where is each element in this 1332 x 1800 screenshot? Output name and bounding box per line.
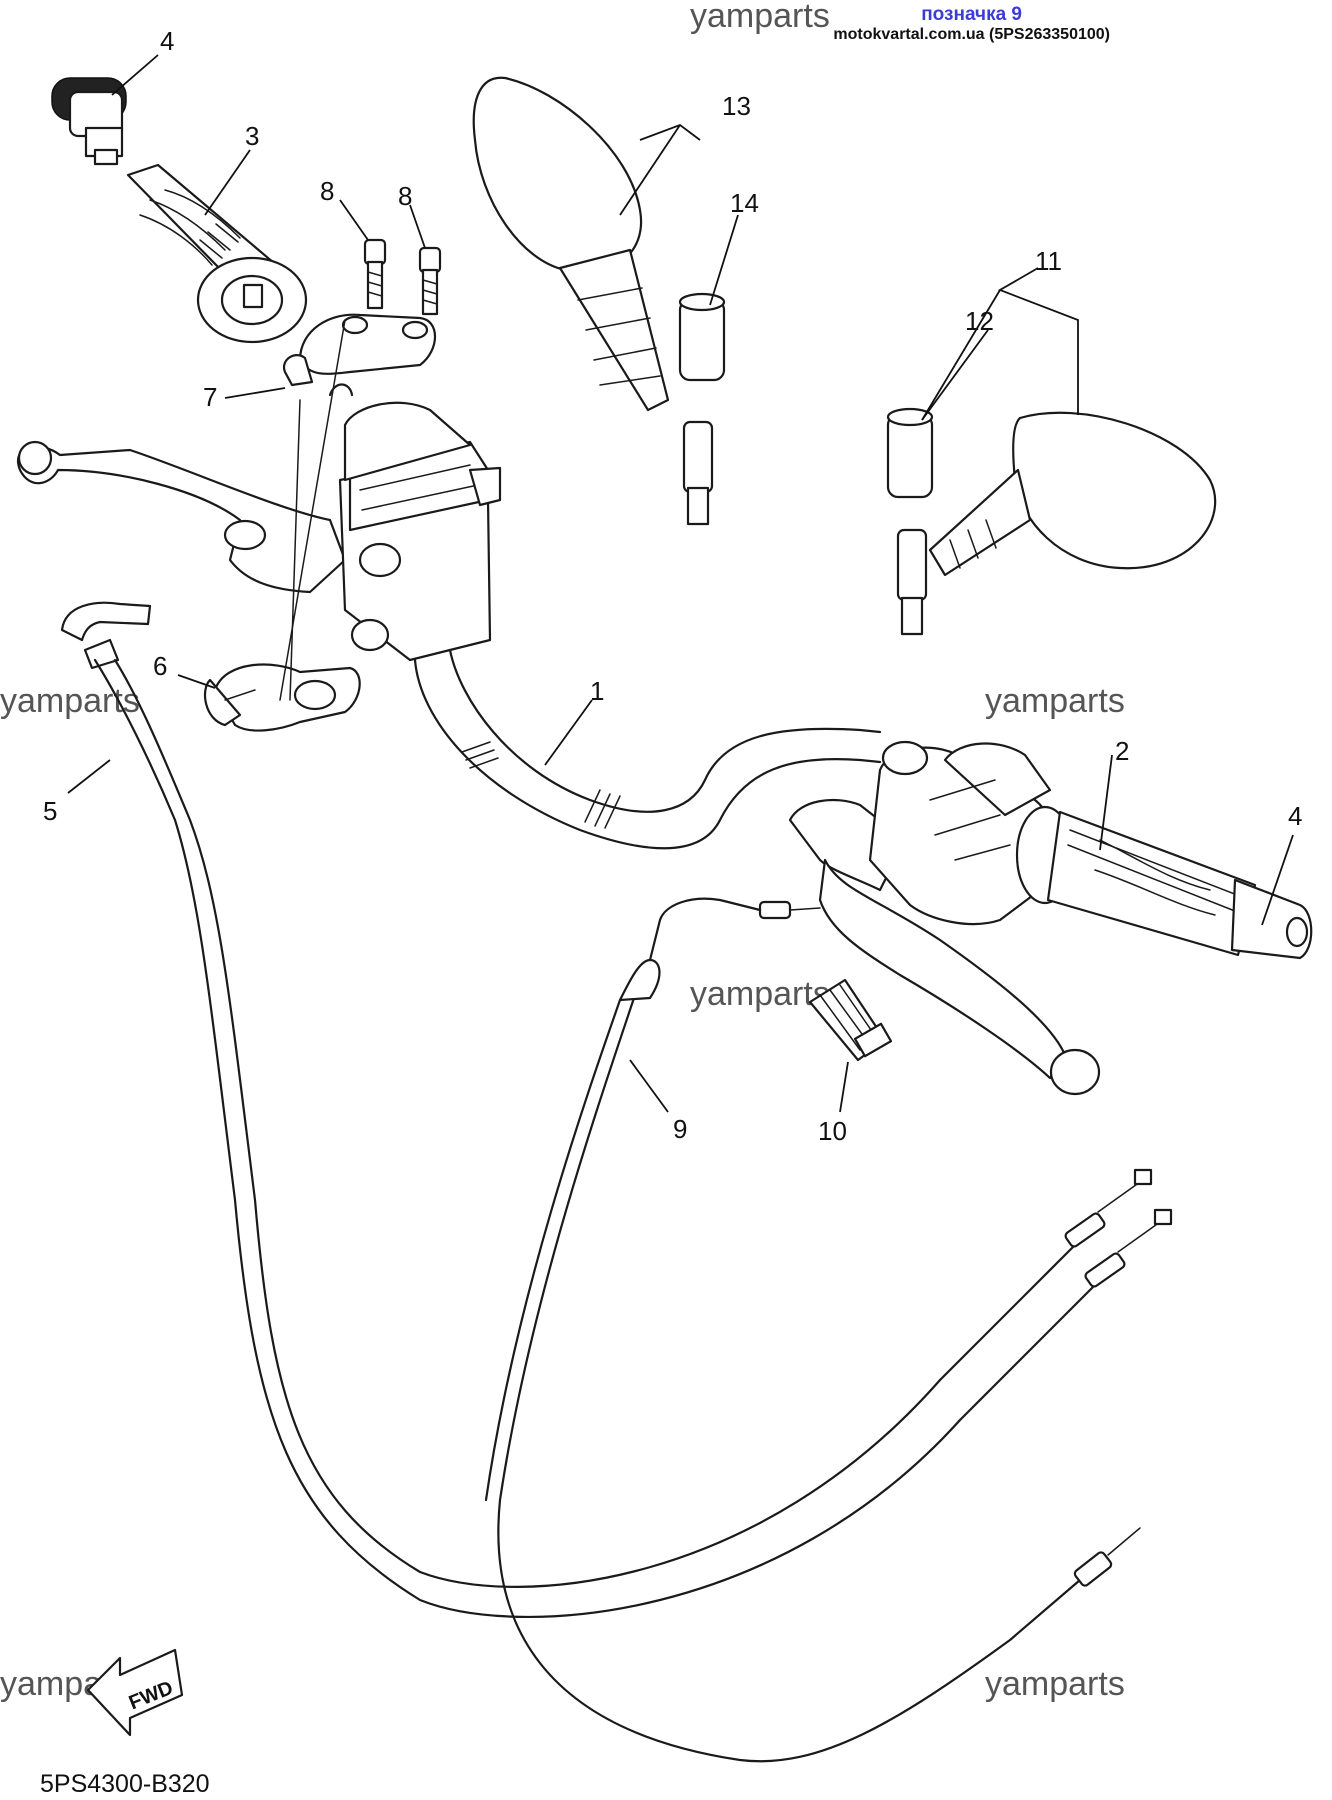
callout-1: 1 — [590, 676, 604, 706]
header-source: motokvartal.com.ua (5PS263350100) — [833, 26, 1110, 43]
throttle-cable-assembly — [60, 601, 1173, 1619]
callout-3: 3 — [245, 121, 259, 151]
rear-view-mirror-right — [896, 411, 1217, 636]
callout-8-left: 8 — [320, 176, 334, 206]
callout-6: 6 — [153, 651, 167, 681]
handlebar-grip-left — [126, 163, 308, 344]
callout-4-left: 4 — [160, 26, 174, 56]
assembly-guide-line — [289, 399, 301, 701]
watermark: yamparts — [0, 682, 140, 720]
callout-14: 14 — [730, 188, 759, 218]
master-cylinder-holder-upper — [282, 313, 436, 387]
right-switch-and-lever — [788, 740, 1101, 1096]
callout-2: 2 — [1115, 736, 1129, 766]
callout-7: 7 — [203, 382, 217, 412]
watermark: yamparts — [985, 682, 1125, 720]
handlebar — [413, 648, 882, 850]
assembly-guide-line — [279, 319, 346, 701]
callout-12: 12 — [965, 306, 994, 336]
mirror-cap-14 — [678, 292, 726, 382]
fwd-direction-arrow: FWD — [86, 1648, 184, 1737]
leader-lines — [67, 54, 1294, 1113]
cable-9 — [484, 897, 1141, 1763]
callout-8-right: 8 — [398, 181, 412, 211]
cable-boot-10 — [808, 978, 893, 1062]
diagram-code: 5PS4300-B320 — [40, 1770, 210, 1798]
callout-numbers: 4 3 8 8 7 6 5 1 2 4 13 14 11 12 9 10 — [43, 26, 1302, 1146]
callout-10: 10 — [818, 1116, 847, 1146]
rear-view-mirror-left — [472, 76, 714, 526]
callout-11: 11 — [1035, 246, 1062, 276]
master-cylinder-holder-lower — [203, 663, 361, 732]
handlebar-grip-right — [1015, 805, 1257, 957]
grip-end-weight-left — [51, 77, 127, 166]
callout-13: 13 — [722, 91, 751, 121]
grip-end-weight-right — [1230, 878, 1313, 960]
bolt-8-right — [418, 246, 442, 316]
watermark: yamparts — [985, 1665, 1125, 1703]
watermark: yamparts — [690, 975, 830, 1013]
header-tag: позначка 9 — [921, 4, 1022, 25]
brake-master-cylinder — [17, 383, 502, 662]
watermark: yamparts — [690, 0, 830, 35]
callout-4-right: 4 — [1288, 801, 1302, 831]
bolt-8-left — [363, 238, 387, 310]
callout-5: 5 — [43, 796, 57, 826]
mirror-cap-12 — [886, 407, 934, 499]
callout-9: 9 — [673, 1114, 687, 1144]
